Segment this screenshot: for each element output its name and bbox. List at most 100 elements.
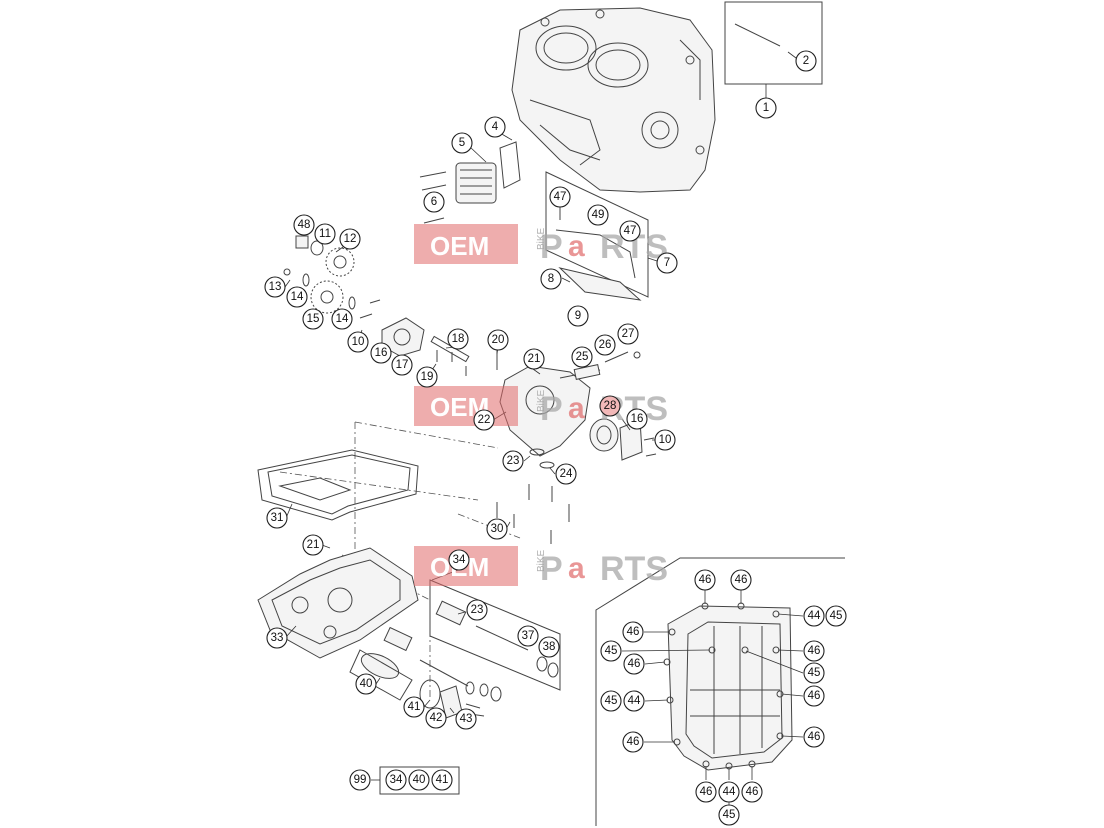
callout-label: 49: [592, 209, 605, 221]
callout-28[interactable]: 28: [599, 395, 621, 417]
callout-label: 11: [319, 228, 331, 240]
callout-label: 8: [548, 273, 554, 285]
callout-41[interactable]: 41: [403, 696, 425, 718]
callout-42[interactable]: 42: [425, 707, 447, 729]
callout-45[interactable]: 45: [600, 690, 622, 712]
callout-21[interactable]: 21: [302, 534, 324, 556]
callout-label: 1: [763, 102, 769, 114]
callout-label: 28: [604, 400, 617, 412]
callout-46[interactable]: 46: [622, 621, 644, 643]
callout-46[interactable]: 46: [694, 569, 716, 591]
callout-45[interactable]: 45: [825, 605, 847, 627]
callout-49[interactable]: 49: [587, 204, 609, 226]
callout-19[interactable]: 19: [416, 366, 438, 388]
watermark-rts-text: RTS: [600, 550, 668, 588]
callout-23[interactable]: 23: [502, 450, 524, 472]
callout-27[interactable]: 27: [617, 323, 639, 345]
callout-44[interactable]: 44: [623, 690, 645, 712]
callout-18[interactable]: 18: [447, 328, 469, 350]
callout-46[interactable]: 46: [803, 640, 825, 662]
callout-46[interactable]: 46: [623, 653, 645, 675]
callout-label: 45: [808, 667, 821, 679]
oil-pan-gasket: [257, 449, 419, 521]
callout-46[interactable]: 46: [803, 685, 825, 707]
callout-11[interactable]: 11: [314, 223, 336, 245]
callout-label: 43: [460, 713, 473, 725]
callout-46[interactable]: 46: [803, 726, 825, 748]
drive-gears-group: [283, 235, 356, 314]
callout-13[interactable]: 13: [264, 276, 286, 298]
callout-46[interactable]: 46: [695, 781, 717, 803]
callout-37[interactable]: 37: [517, 625, 539, 647]
callout-5[interactable]: 5: [451, 132, 473, 154]
callout-1[interactable]: 1: [755, 97, 777, 119]
callout-label: 46: [808, 645, 821, 657]
callout-label: 10: [659, 434, 672, 446]
callout-label: 14: [291, 291, 304, 303]
callout-38[interactable]: 38: [538, 636, 560, 658]
callout-25[interactable]: 25: [571, 346, 593, 368]
callout-20[interactable]: 20: [487, 329, 509, 351]
callout-24[interactable]: 24: [555, 463, 577, 485]
callout-48[interactable]: 48: [293, 214, 315, 236]
callout-label: 9: [575, 310, 581, 322]
callout-99[interactable]: 99: [349, 769, 371, 791]
callout-43[interactable]: 43: [455, 708, 477, 730]
callout-22[interactable]: 22: [473, 409, 495, 431]
callout-44[interactable]: 44: [718, 781, 740, 803]
callout-10[interactable]: 10: [347, 331, 369, 353]
callout-label: 16: [631, 413, 644, 425]
callout-26[interactable]: 26: [594, 334, 616, 356]
callout-45[interactable]: 45: [718, 804, 740, 826]
callout-31[interactable]: 31: [266, 507, 288, 529]
callout-label: 44: [628, 695, 641, 707]
callout-16[interactable]: 16: [626, 408, 648, 430]
callout-label: 31: [271, 512, 284, 524]
callout-15[interactable]: 15: [302, 308, 324, 330]
callout-14[interactable]: 14: [331, 308, 353, 330]
watermark-bike-text: BiKE: [536, 227, 547, 250]
callout-12[interactable]: 12: [339, 228, 361, 250]
callout-41[interactable]: 41: [431, 769, 453, 791]
callout-21[interactable]: 21: [523, 348, 545, 370]
callout-4[interactable]: 4: [484, 116, 506, 138]
callout-47[interactable]: 47: [549, 186, 571, 208]
watermark-3: OEM BiKE P a RTS: [414, 546, 668, 588]
callout-9[interactable]: 9: [567, 305, 589, 327]
callout-2[interactable]: 2: [795, 50, 817, 72]
callout-33[interactable]: 33: [266, 627, 288, 649]
callout-label: 17: [396, 359, 409, 371]
callout-46[interactable]: 46: [741, 781, 763, 803]
callout-40[interactable]: 40: [355, 673, 377, 695]
callout-34[interactable]: 34: [448, 549, 470, 571]
callout-label: 41: [408, 701, 421, 713]
callout-label: 44: [808, 610, 821, 622]
callout-30[interactable]: 30: [486, 518, 508, 540]
callout-34[interactable]: 34: [385, 769, 407, 791]
callout-label: 5: [459, 137, 465, 149]
callout-14[interactable]: 14: [286, 286, 308, 308]
callout-45[interactable]: 45: [600, 640, 622, 662]
callout-23[interactable]: 23: [466, 599, 488, 621]
callout-8[interactable]: 8: [540, 268, 562, 290]
callout-10[interactable]: 10: [654, 429, 676, 451]
callout-46[interactable]: 46: [730, 569, 752, 591]
callout-label: 45: [830, 610, 843, 622]
callout-label: 46: [628, 658, 641, 670]
callout-45[interactable]: 45: [803, 662, 825, 684]
callout-6[interactable]: 6: [423, 191, 445, 213]
callout-7[interactable]: 7: [656, 252, 678, 274]
callout-label: 46: [746, 786, 759, 798]
callout-label: 34: [453, 554, 466, 566]
callout-46[interactable]: 46: [622, 731, 644, 753]
callout-47[interactable]: 47: [619, 220, 641, 242]
callout-40[interactable]: 40: [408, 769, 430, 791]
callout-17[interactable]: 17: [391, 354, 413, 376]
callout-44[interactable]: 44: [803, 605, 825, 627]
callout-label: 46: [627, 736, 640, 748]
callout-16[interactable]: 16: [370, 342, 392, 364]
callout-label: 30: [491, 523, 504, 535]
callout-label: 19: [421, 371, 434, 383]
callout-label: 38: [543, 641, 556, 653]
callout-label: 16: [375, 347, 388, 359]
